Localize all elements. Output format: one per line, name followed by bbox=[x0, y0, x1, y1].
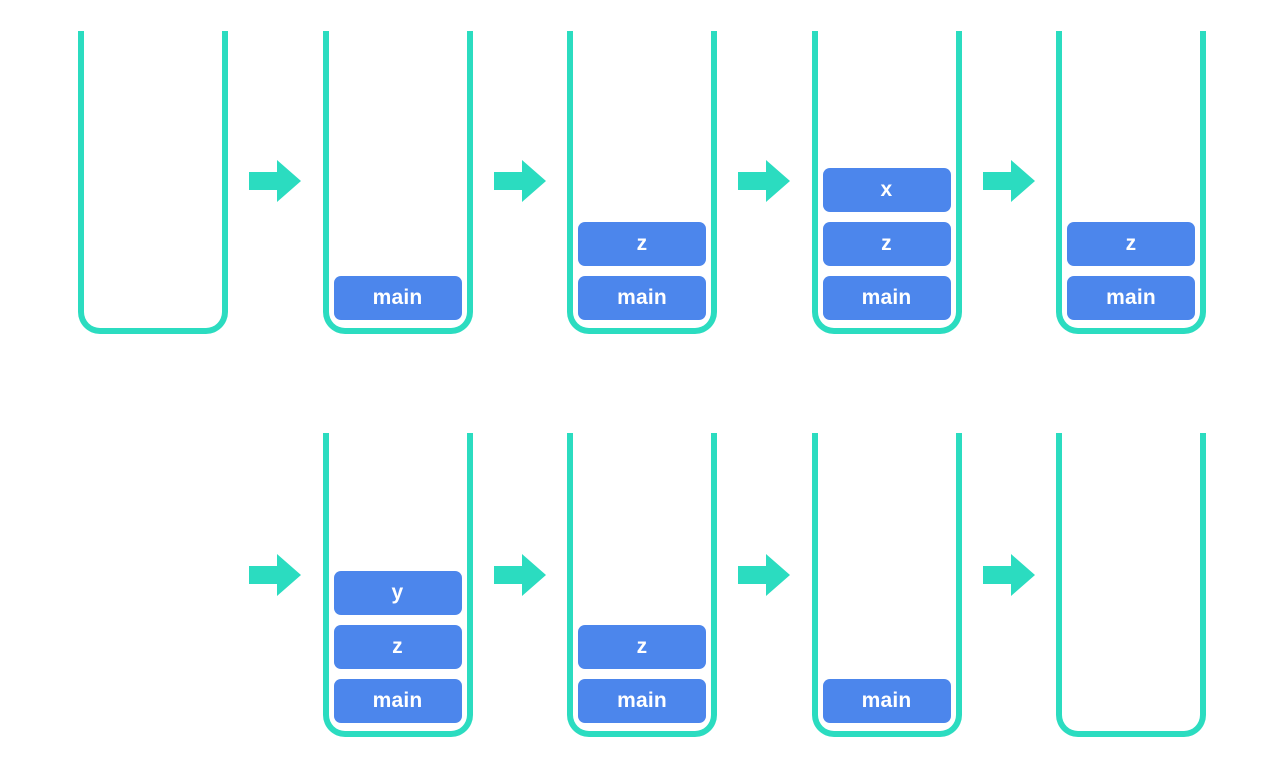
flow-arrow-arrow-8 bbox=[983, 554, 1035, 596]
call-stack-state-2: main bbox=[322, 31, 473, 334]
stack-frame-y: y bbox=[333, 571, 462, 615]
call-stack-state-1 bbox=[78, 31, 228, 334]
flow-arrow-arrow-4 bbox=[983, 160, 1035, 202]
stack-frame-main: main bbox=[822, 679, 951, 723]
stack-frame-main: main bbox=[333, 679, 462, 723]
stack-frame-z: z bbox=[578, 222, 706, 266]
stack-frame-z: z bbox=[333, 625, 462, 669]
flow-arrow-arrow-5 bbox=[249, 554, 301, 596]
flow-arrow-arrow-7 bbox=[738, 554, 790, 596]
stack-frame-z: z bbox=[822, 222, 951, 266]
stack-frame-x: x bbox=[822, 168, 951, 212]
stack-frame-z: z bbox=[578, 625, 706, 669]
stack-frame-main: main bbox=[822, 276, 951, 320]
stack-frame-main: main bbox=[1067, 276, 1195, 320]
stack-frame-main: main bbox=[578, 679, 706, 723]
stack-frame-main: main bbox=[578, 276, 706, 320]
stack-frame-main: main bbox=[333, 276, 462, 320]
call-stack-state-9 bbox=[1056, 433, 1206, 737]
call-stack-state-5: z main bbox=[1056, 31, 1206, 334]
flow-arrow-arrow-6 bbox=[494, 554, 546, 596]
flow-arrow-arrow-3 bbox=[738, 160, 790, 202]
flow-arrow-arrow-2 bbox=[494, 160, 546, 202]
flow-arrow-arrow-1 bbox=[249, 160, 301, 202]
call-stack-state-3: z main bbox=[567, 31, 717, 334]
call-stack-state-8: main bbox=[811, 433, 962, 737]
stack-frame-z: z bbox=[1067, 222, 1195, 266]
call-stack-state-7: z main bbox=[567, 433, 717, 737]
